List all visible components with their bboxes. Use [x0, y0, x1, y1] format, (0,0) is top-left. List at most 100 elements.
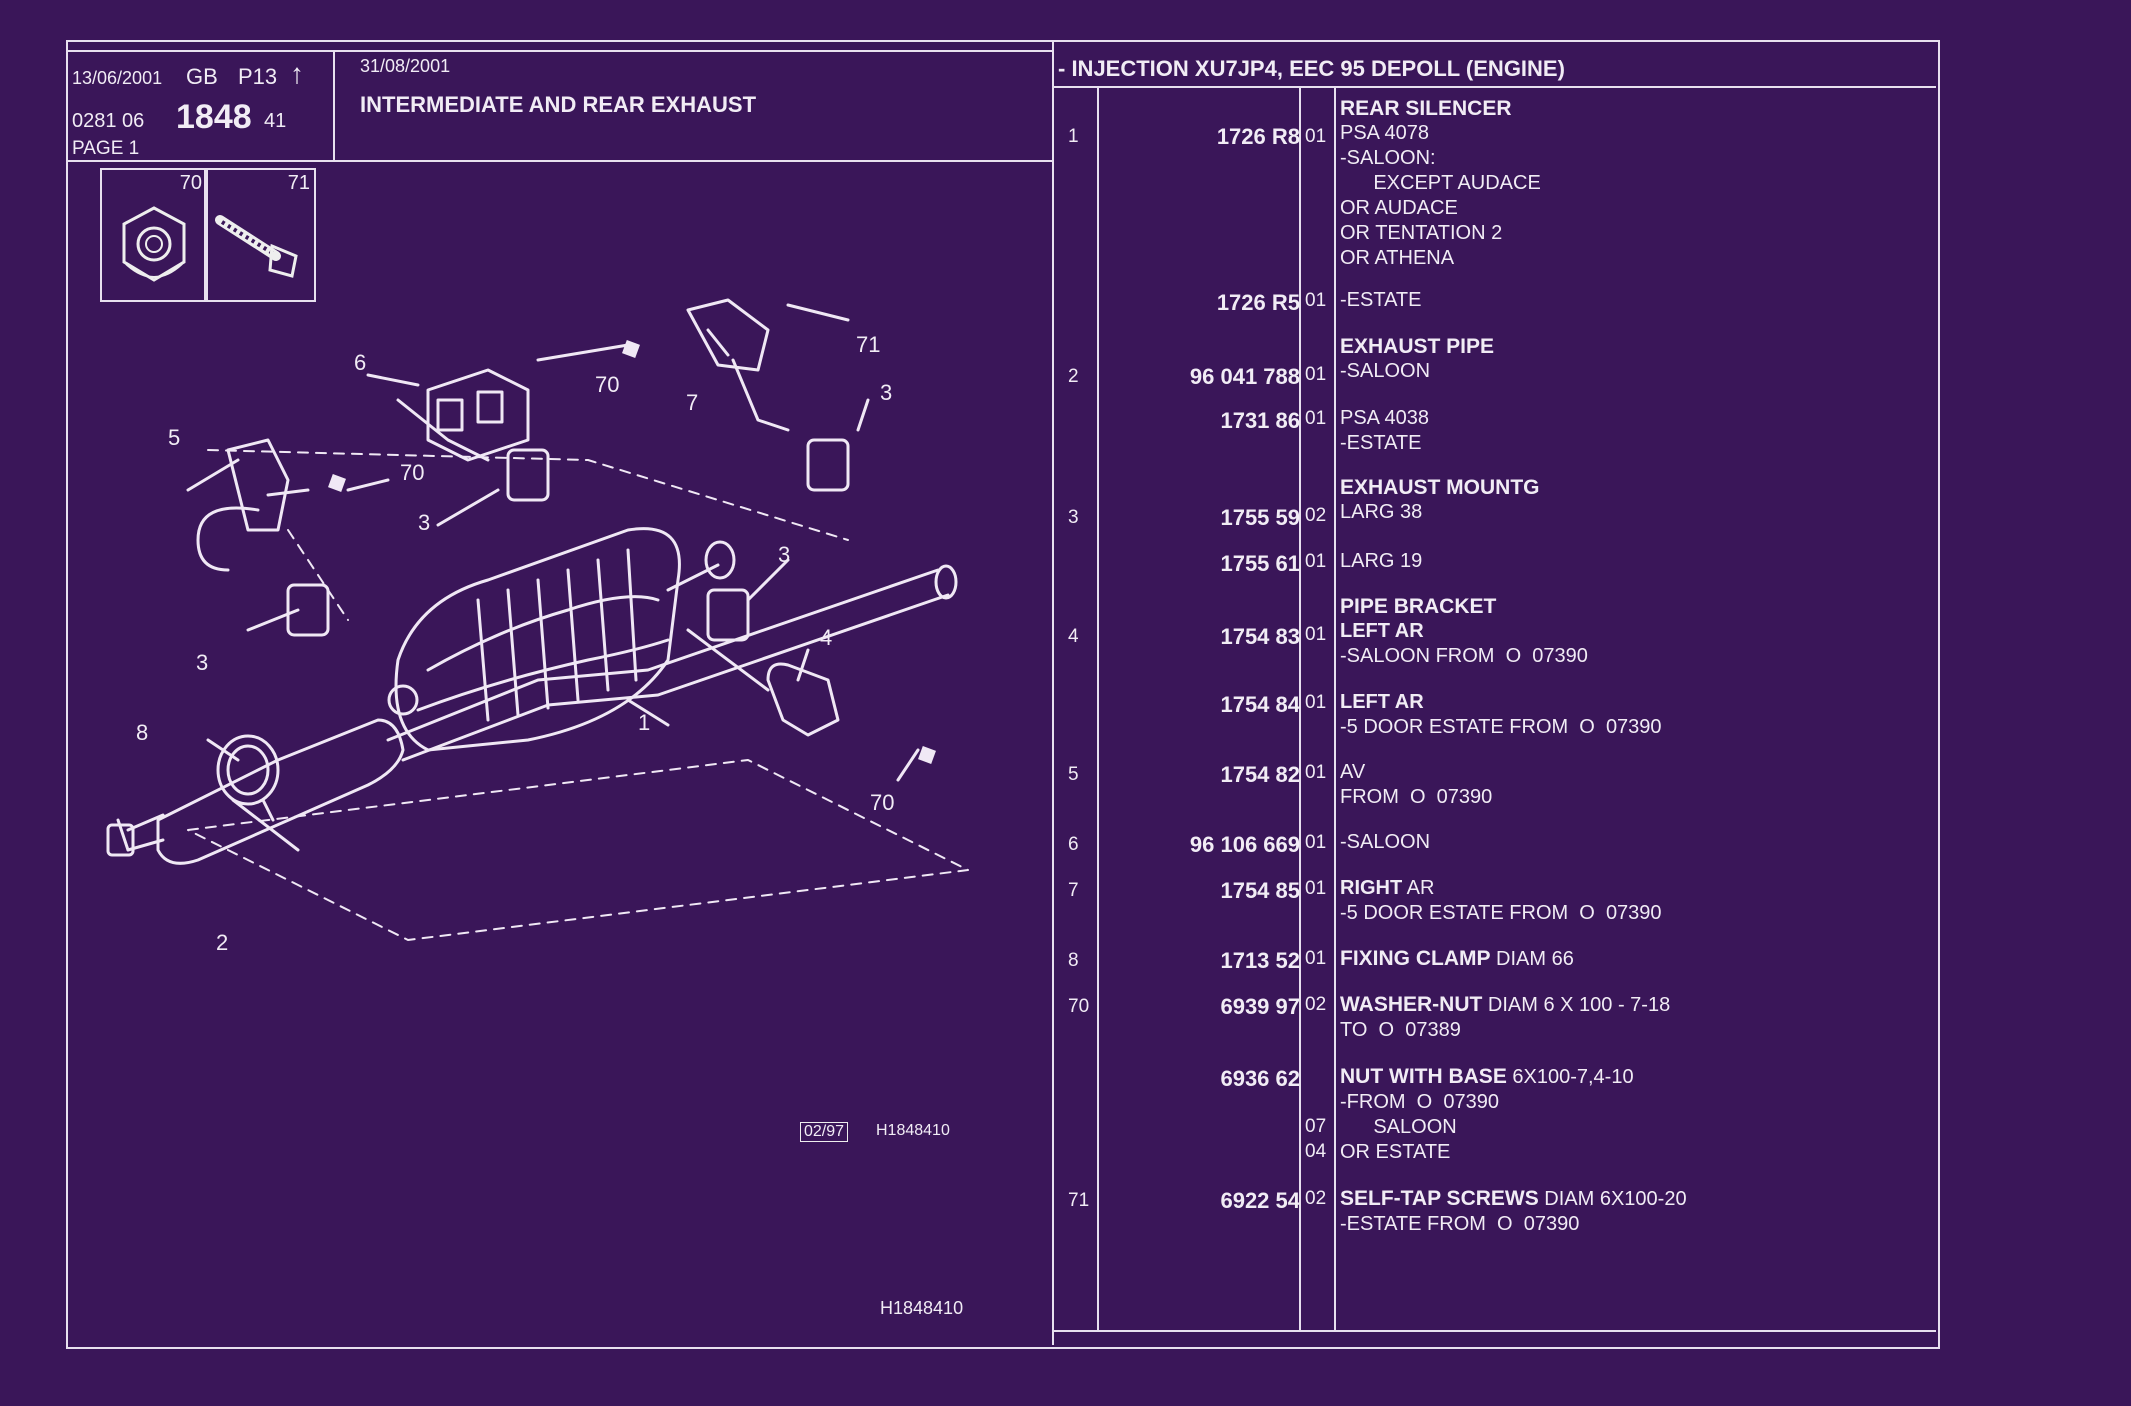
callout-70a: 70	[595, 372, 620, 397]
callout-6: 6	[354, 350, 367, 375]
row-desc: -SALOON	[1340, 830, 1430, 855]
callout-4: 4	[820, 625, 833, 650]
row-desc: RIGHT AR -5 DOOR ESTATE FROM O 07390	[1340, 876, 1662, 926]
row-line: -FROM O 07390	[1340, 1091, 1499, 1113]
header-lang: GB	[186, 64, 218, 89]
header-doc-prefix: 0281 06	[72, 110, 145, 132]
engine-title: - INJECTION XU7JP4, EEC 95 DEPOLL (ENGIN…	[1058, 56, 1565, 81]
row-desc: SELF-TAP SCREWS DIAM 6X100-20 -ESTATE FR…	[1340, 1186, 1687, 1237]
legend-box-71: 71	[204, 168, 316, 302]
row-ver: 01	[1305, 551, 1327, 572]
row-line: LEFT AR	[1340, 691, 1424, 713]
callout-70b: 70	[400, 460, 425, 485]
callout-70c: 70	[870, 790, 895, 815]
row-line: SALOON	[1340, 1116, 1457, 1138]
row-ref: 6939 97	[1220, 994, 1300, 1019]
row-ver: 01	[1305, 624, 1327, 645]
row-line: LEFT AR	[1340, 620, 1424, 642]
header-date-left: 13/06/2001	[72, 68, 163, 88]
row-ver: 04	[1305, 1141, 1327, 1162]
row-title-extra: DIAM 6X100-20	[1538, 1188, 1687, 1210]
row-line: -ESTATE	[1340, 432, 1422, 454]
row-desc: EXHAUST PIPE -SALOON	[1340, 334, 1494, 384]
row-ref: 1731 86	[1220, 408, 1300, 433]
row-ver: 02	[1305, 994, 1327, 1015]
row-num: 1	[1068, 126, 1079, 147]
row-line: -SALOON FROM O 07390	[1340, 645, 1588, 667]
col-line-ref	[1299, 86, 1301, 1331]
row-num: 6	[1068, 834, 1079, 855]
row-desc: NUT WITH BASE 6X100-7,4-10 -FROM O 07390…	[1340, 1064, 1634, 1165]
row-num: 71	[1068, 1190, 1090, 1211]
row-num: 2	[1068, 366, 1079, 387]
row-ver: 01	[1305, 290, 1327, 311]
row-title: EXHAUST MOUNTG	[1340, 476, 1540, 499]
row-line: -ESTATE	[1340, 289, 1422, 311]
row-num: 3	[1068, 507, 1079, 528]
legend-num-71: 71	[287, 172, 310, 194]
row-line: OR ESTATE	[1340, 1141, 1451, 1163]
drawing-stamp: 02/97	[800, 1122, 849, 1142]
header-doc-suffix: 41	[264, 110, 287, 132]
row-num: 5	[1068, 764, 1079, 785]
page-title: INTERMEDIATE AND REAR EXHAUST	[360, 92, 757, 117]
drawing-ref-bottom: H1848410	[880, 1298, 964, 1318]
row-title: WASHER-NUT	[1340, 993, 1483, 1016]
row-line: LARG 19	[1340, 550, 1423, 572]
drawing-table-divider	[1052, 40, 1054, 1345]
row-line: FROM O 07390	[1340, 786, 1493, 808]
header-page-label: PAGE 1	[72, 138, 140, 159]
callout-8: 8	[136, 720, 149, 745]
callout-1: 1	[638, 710, 651, 735]
row-line: OR AUDACE	[1340, 197, 1458, 219]
row-title: NUT WITH BASE	[1340, 1065, 1507, 1088]
row-num: 4	[1068, 626, 1079, 647]
row-line: PSA 4078	[1340, 122, 1429, 144]
row-ref: 96 106 669	[1189, 832, 1300, 857]
exhaust-diagram	[106, 298, 969, 941]
header-arrow: ↑	[290, 58, 304, 89]
row-line: PSA 4038	[1340, 407, 1429, 429]
row-line: -5 DOOR ESTATE FROM O 07390	[1340, 902, 1662, 924]
row-ref: 1726 R5	[1216, 290, 1300, 315]
row-desc: -ESTATE	[1340, 288, 1421, 313]
row-ref: 1754 82	[1220, 762, 1300, 787]
row-line: -SALOON	[1340, 831, 1431, 853]
callout-3c: 3	[196, 650, 209, 675]
header-date-right: 31/08/2001	[360, 56, 451, 76]
row-ref: 1755 61	[1220, 551, 1300, 576]
header-divider	[333, 50, 335, 162]
callout-2: 2	[216, 930, 229, 955]
header-page-code: P13	[238, 64, 278, 89]
page-frame	[66, 40, 1940, 1349]
table-header-rule	[1052, 86, 1936, 88]
row-line: -SALOON	[1340, 360, 1431, 382]
row-desc: FIXING CLAMP DIAM 66	[1340, 946, 1574, 972]
callout-7: 7	[686, 390, 699, 415]
row-line: EXCEPT AUDACE	[1340, 172, 1541, 194]
row-desc: PIPE BRACKET LEFT AR -SALOON FROM O 0739…	[1340, 594, 1588, 669]
row-ref: 96 041 788	[1189, 364, 1300, 389]
callout-3d: 3	[778, 542, 791, 567]
row-ver: 01	[1305, 832, 1327, 853]
row-title: REAR SILENCER	[1340, 97, 1512, 120]
row-ver: 02	[1305, 505, 1327, 526]
row-title-extra: 6X100-7,4-10	[1506, 1066, 1634, 1088]
row-num: 70	[1068, 996, 1090, 1017]
row-ver: 01	[1305, 364, 1327, 385]
row-desc: LEFT AR -5 DOOR ESTATE FROM O 07390	[1340, 690, 1662, 740]
row-title: EXHAUST PIPE	[1340, 335, 1495, 358]
callout-71: 71	[856, 332, 881, 357]
row-ref: 1726 R8	[1216, 124, 1300, 149]
row-title: SELF-TAP SCREWS	[1340, 1187, 1539, 1210]
col-line-num	[1097, 86, 1099, 1331]
nut-icon	[122, 206, 186, 282]
row-line: TO O 07389	[1340, 1019, 1461, 1041]
row-line: -ESTATE FROM O 07390	[1340, 1213, 1580, 1235]
row-ref: 1754 83	[1220, 624, 1300, 649]
row-ver: 01	[1305, 408, 1327, 429]
header-info-rule	[66, 50, 1054, 52]
row-line: -SALOON:	[1340, 147, 1436, 169]
row-num: 7	[1068, 880, 1079, 901]
row-ref: 6922 54	[1220, 1188, 1300, 1213]
